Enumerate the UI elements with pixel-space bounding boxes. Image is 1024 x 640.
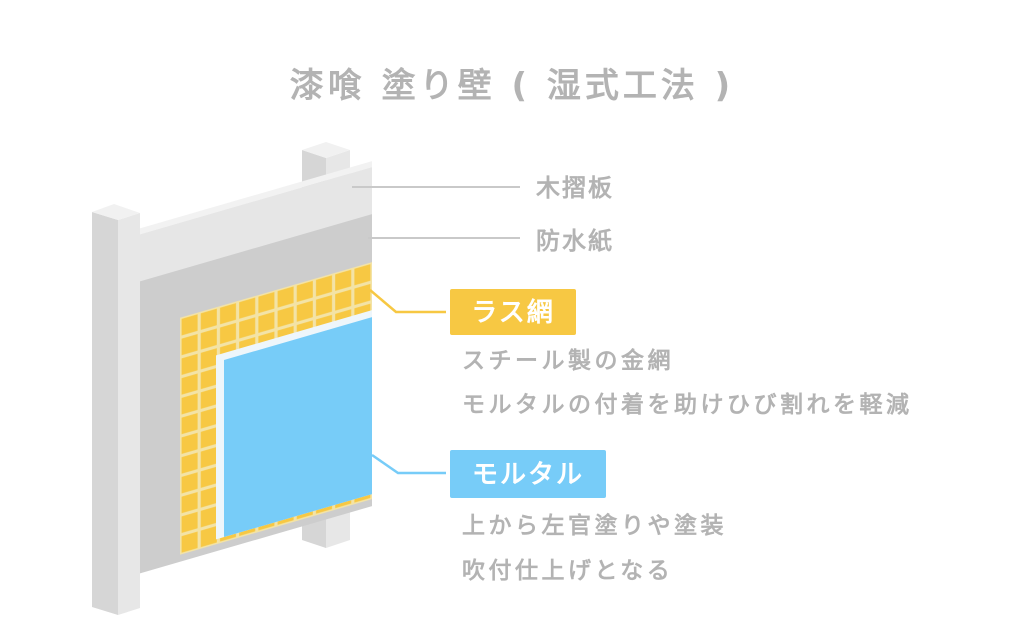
front-post [92,204,140,615]
paper-label: 防水紙 [536,227,614,255]
lath-description-line-2: モルタルの付着を助けひび割れを軽減 [462,391,913,418]
board-label: 木摺板 [535,174,614,202]
mortar-leader-line [371,453,446,475]
mortar-description-line-1: 上から左官塗りや塗装 [462,512,727,539]
board-top-edge [118,161,372,241]
lath-leader-line [369,289,446,314]
diagram-title: 漆喰 塗り壁 ( 湿式工法 ) [290,66,734,106]
mortar-description-line-2: 吹付仕上げとなる [462,557,673,584]
mortar-badge-label: モルタル [472,460,584,490]
lath-badge-label: ラス網 [471,297,554,328]
mortar-layer [224,317,372,538]
lath-badge: ラス網 [450,289,576,335]
mortar-badge: モルタル [450,450,606,498]
lath-description-line-1: スチール製の金網 [462,347,674,374]
